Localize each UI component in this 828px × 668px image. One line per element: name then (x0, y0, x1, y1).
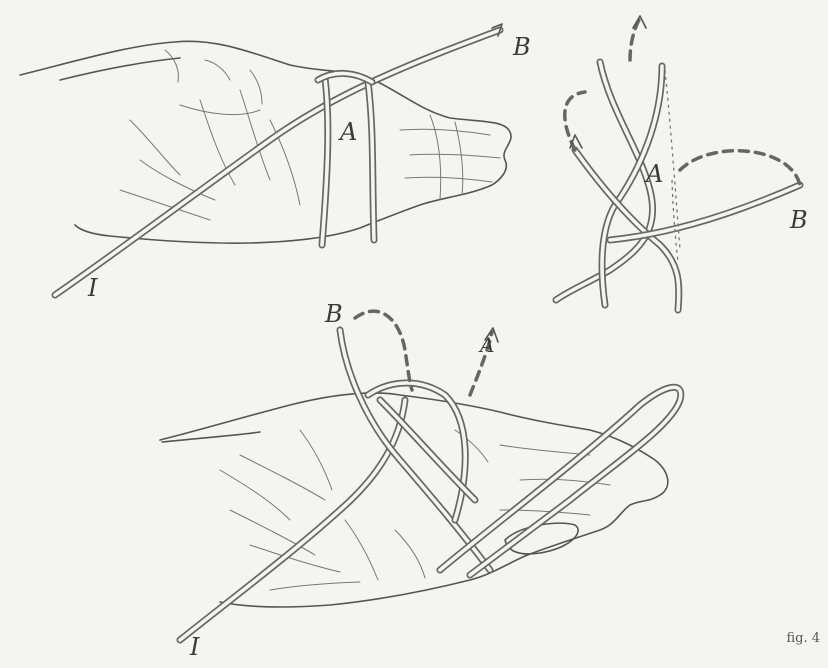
label-top-a: A (338, 118, 357, 146)
label-top-b: B (512, 33, 531, 61)
bottom-hand-figure: B A I (160, 300, 681, 661)
label-top-i: I (87, 274, 98, 302)
top-hand-figure: B A I (20, 24, 531, 302)
label-bottom-a: A (478, 333, 494, 357)
label-bottom-b: B (324, 300, 343, 328)
figure-caption: fig. 4 (786, 631, 820, 646)
label-knot-b: B (789, 206, 808, 234)
label-bottom-i: I (189, 633, 200, 661)
label-knot-a: A (644, 160, 663, 188)
knot-detail-figure: A B (556, 16, 808, 310)
